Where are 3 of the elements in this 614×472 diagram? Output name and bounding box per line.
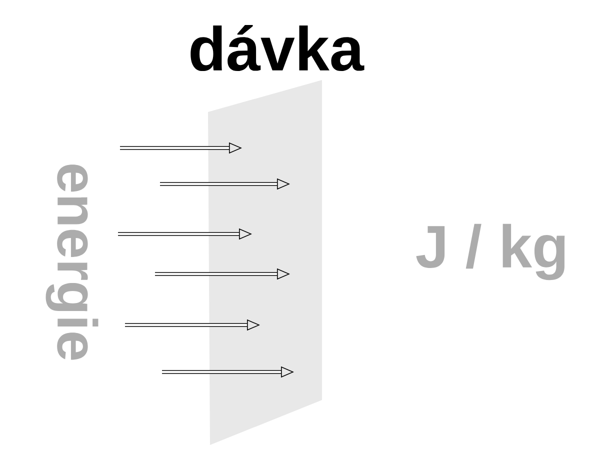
unit-label: J / kg <box>416 224 565 280</box>
axis-label: energie <box>46 164 98 360</box>
title: dávka <box>190 24 364 72</box>
